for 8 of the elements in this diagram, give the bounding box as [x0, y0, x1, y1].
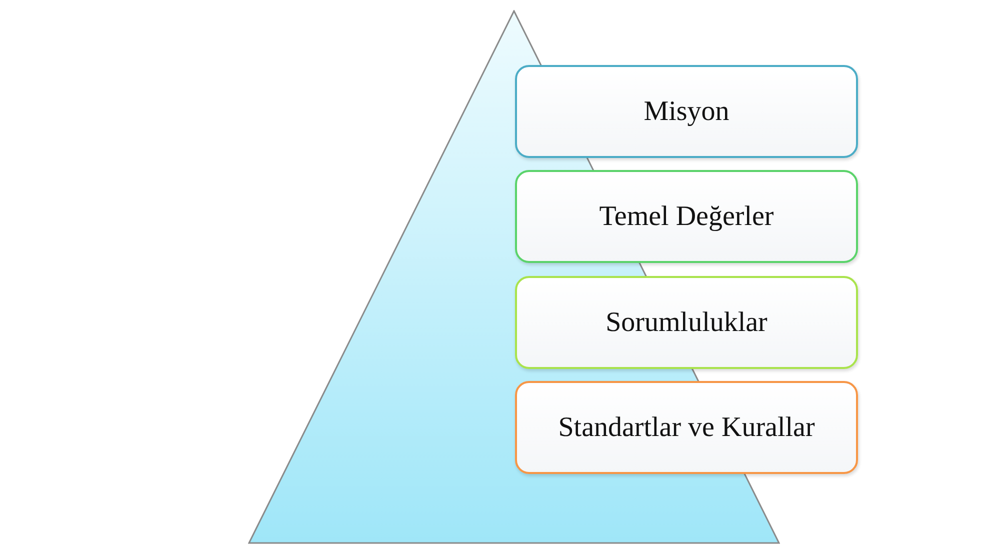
level-box [515, 65, 858, 158]
level-label: Standartlar ve Kurallar [558, 412, 815, 444]
level-box [515, 170, 858, 263]
level-label: Temel Değerler [599, 200, 774, 232]
level-box [515, 381, 858, 474]
level-label: Sorumluluklar [606, 306, 768, 338]
level-label: Misyon [644, 96, 730, 128]
level-box [515, 276, 858, 369]
